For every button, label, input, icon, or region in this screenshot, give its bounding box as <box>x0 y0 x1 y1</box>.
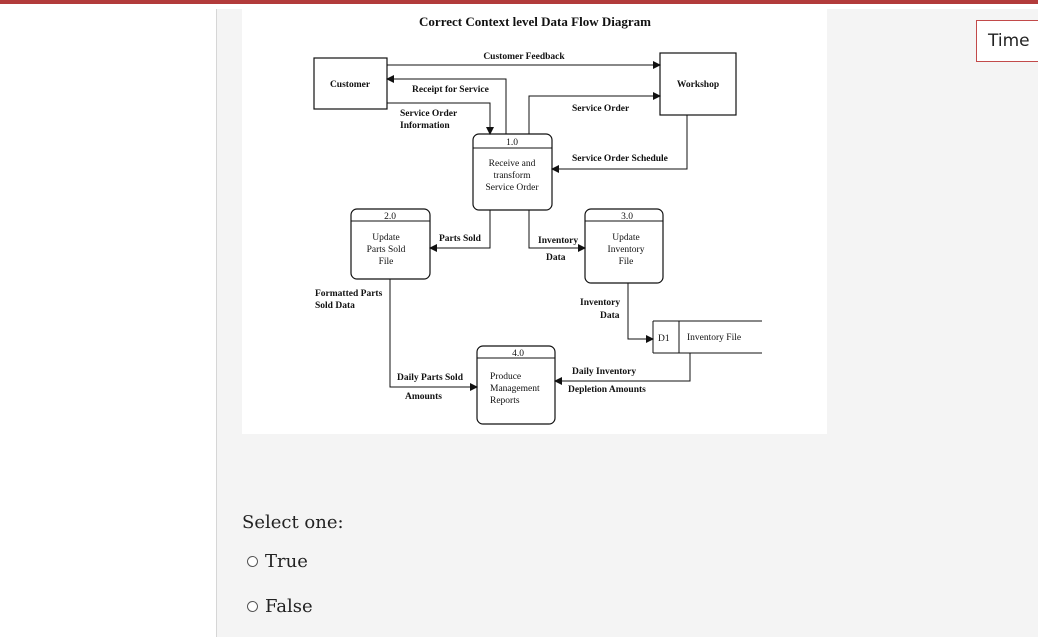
process-id: 1.0 <box>506 138 518 148</box>
process-line: Parts Sold <box>367 245 406 255</box>
flow-label: Service Order <box>572 104 630 114</box>
process-line: Inventory <box>608 245 645 255</box>
process-4-0: 4.0 Produce Management Reports <box>476 345 556 425</box>
flow-label: Sold Data <box>315 301 355 311</box>
flow-label: Amounts <box>405 392 442 402</box>
process-id: 3.0 <box>621 212 633 222</box>
flow-label: Customer Feedback <box>483 52 565 62</box>
flow-label: Formatted Parts <box>315 289 383 299</box>
process-line: Reports <box>490 396 520 406</box>
flow-label: Daily Parts Sold <box>397 373 464 383</box>
datastore-id: D1 <box>658 334 670 344</box>
process-line: Receive and <box>489 159 536 169</box>
workshop-entity <box>659 52 737 116</box>
option-false[interactable]: False <box>247 596 313 617</box>
process-line: Update <box>372 233 399 243</box>
option-label: False <box>265 596 313 617</box>
process-line: Service Order <box>485 183 539 193</box>
datastore-inventory-file: D1 Inventory File <box>652 320 762 354</box>
process-line: transform <box>494 170 532 181</box>
data-flow-diagram: Correct Context level Data Flow Diagram … <box>242 9 827 434</box>
radio-button-true[interactable] <box>247 556 258 567</box>
datastore-name: Inventory File <box>687 333 741 343</box>
option-true[interactable]: True <box>247 551 308 572</box>
flow-label: Depletion Amounts <box>568 385 646 395</box>
select-one-prompt: Select one: <box>242 512 344 533</box>
flow-label: Service Order Schedule <box>572 154 668 164</box>
flow-label: Data <box>600 311 620 321</box>
customer-label: Customer <box>330 80 371 90</box>
flow-label: Inventory <box>580 298 620 308</box>
flow-label: Inventory <box>538 236 578 246</box>
customer-entity <box>313 57 388 110</box>
process-id: 4.0 <box>512 349 524 359</box>
flow-label: Information <box>400 121 450 131</box>
process-1-0: 1.0 Receive and transform Service Order <box>472 133 553 211</box>
radio-button-false[interactable] <box>247 601 258 612</box>
process-line: File <box>619 257 634 267</box>
process-id: 2.0 <box>384 212 396 222</box>
option-label: True <box>265 551 308 572</box>
process-line: Management <box>490 384 540 394</box>
flow-label: Data <box>546 253 566 263</box>
process-3-0: 3.0 Update Inventory File <box>584 208 664 284</box>
top-accent-bar <box>0 0 1038 8</box>
process-2-0: 2.0 Update Parts Sold File <box>350 208 431 280</box>
flow-label: Parts Sold <box>439 234 482 244</box>
flow-label: Service Order <box>400 109 458 119</box>
diagram-title: Correct Context level Data Flow Diagram <box>419 14 651 29</box>
timer-label: Time <box>988 31 1030 51</box>
timer-box: Time <box>976 20 1038 62</box>
flow-label: Daily Inventory <box>572 367 636 377</box>
process-line: Produce <box>490 372 521 382</box>
workshop-label: Workshop <box>677 80 719 90</box>
process-line: File <box>379 257 394 267</box>
flow-label: Receipt for Service <box>412 85 489 95</box>
process-line: Update <box>612 233 639 243</box>
